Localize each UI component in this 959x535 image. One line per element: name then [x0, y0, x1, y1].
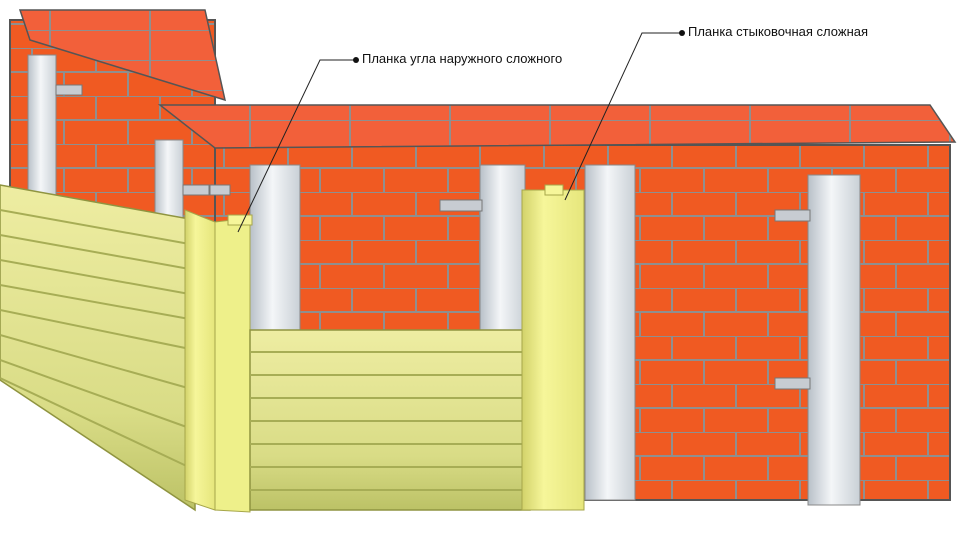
leader-joint — [564, 32, 682, 201]
dot-marker-icon — [353, 57, 359, 63]
back-wall-top — [157, 104, 957, 149]
callout-outer-corner: Планка угла наружного сложного — [362, 51, 563, 66]
wall-bracket-icon — [55, 84, 231, 196]
outer-corner-trim — [184, 209, 253, 513]
callout-leaders — [237, 32, 682, 233]
left-wall-top — [18, 9, 227, 102]
metal-profile — [584, 164, 636, 501]
back-siding — [249, 329, 531, 511]
leader-outer-corner — [237, 59, 355, 233]
dot-marker-icon — [679, 30, 685, 36]
wall-bracket-icon — [439, 199, 811, 390]
callout-joint: Планка стыковочная сложная — [688, 24, 869, 39]
metal-profile — [807, 174, 861, 506]
joint-trim — [521, 184, 585, 511]
left-siding — [0, 184, 196, 512]
